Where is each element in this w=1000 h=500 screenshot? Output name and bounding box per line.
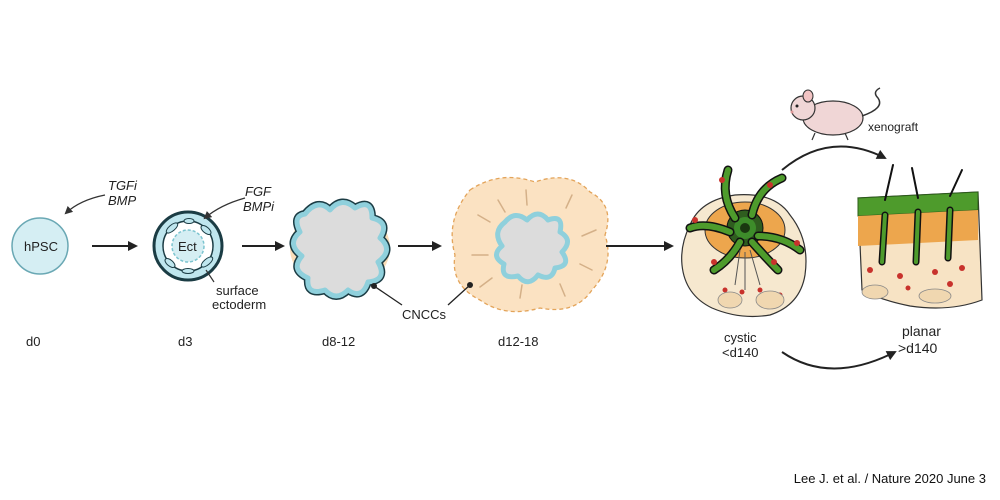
surface-label: surface [216, 283, 259, 298]
cystic-day-label: <d140 [722, 345, 759, 360]
day-label-d3: d3 [178, 334, 193, 349]
d12-18-organoid [451, 176, 609, 313]
factor-arrow-1 [203, 197, 246, 220]
day-label-d0: d0 [26, 334, 41, 349]
stage0-factor-1: TGFi [108, 178, 137, 193]
planar-skin-tissue [857, 164, 983, 309]
planar-day-label: >d140 [898, 340, 938, 356]
citation-text: Lee J. et al. / Nature 2020 June 3 [793, 471, 986, 486]
cnccs-pointer-dot-right [467, 282, 473, 288]
cnccs-pointer-right [447, 284, 471, 306]
stage0-factor-2: BMP [108, 193, 137, 208]
d8-12-organoid [289, 198, 391, 300]
cystic-organoid [681, 165, 807, 318]
ect-label: Ect [178, 239, 197, 254]
hpsc-cell [11, 217, 69, 275]
day-label-d12-18: d12-18 [498, 334, 539, 349]
ectoderm-label: ectoderm [212, 297, 267, 312]
ectoderm-pointer [205, 269, 215, 283]
hpsc-label: hPSC [24, 239, 58, 254]
cnccs-label: CNCCs [402, 307, 447, 322]
cnccs-pointer-dot-left [371, 283, 377, 289]
planar-label: planar [902, 323, 941, 339]
mouse-icon [790, 87, 881, 141]
stage1-factor-2: BMPi [243, 199, 275, 214]
maturation-arrow [781, 351, 897, 370]
day-label-d8-12: d8-12 [322, 334, 356, 349]
xenograft-label: xenograft [868, 120, 919, 134]
xenograft-arrow [781, 145, 887, 171]
cystic-label: cystic [724, 330, 757, 345]
stage1-factor-1: FGF [245, 184, 271, 199]
factor-arrow-0 [64, 194, 106, 215]
cnccs-pointer-left [373, 285, 403, 306]
ectoderm-sphere [152, 210, 224, 282]
